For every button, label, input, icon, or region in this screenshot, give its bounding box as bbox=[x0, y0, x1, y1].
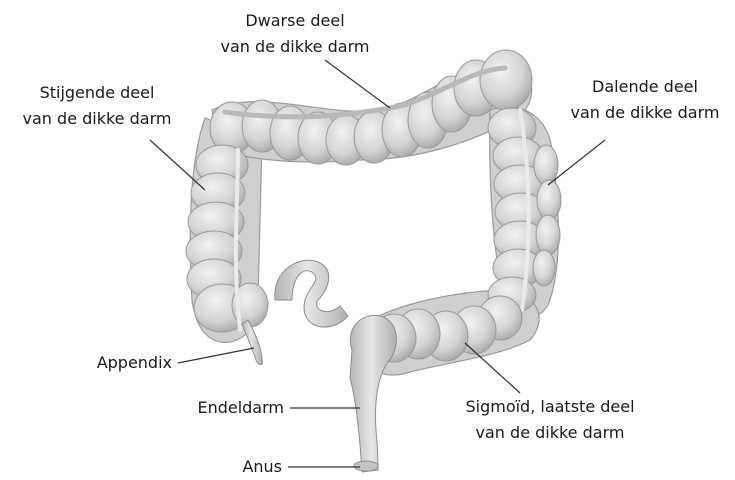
label-transverse-line2: van de dikke darm bbox=[205, 36, 385, 58]
label-ascending-line2: van de dikke darm bbox=[2, 108, 192, 130]
label-appendix-text: Appendix bbox=[60, 352, 172, 374]
label-anus-text: Anus bbox=[200, 456, 282, 478]
label-descending-line1: Dalende deel bbox=[555, 76, 735, 98]
label-rectum-text: Endeldarm bbox=[150, 397, 284, 419]
label-transverse-line1: Dwarse deel bbox=[205, 10, 385, 32]
label-sigmoid-colon: Sigmoïd, laatste deel van de dikke darm bbox=[435, 396, 665, 444]
label-rectum: Endeldarm bbox=[150, 397, 284, 419]
label-descending-line2: van de dikke darm bbox=[555, 102, 735, 124]
label-ascending-colon: Stijgende deel van de dikke darm bbox=[2, 82, 192, 130]
label-sigmoid-line1: Sigmoïd, laatste deel bbox=[435, 396, 665, 418]
label-sigmoid-line2: van de dikke darm bbox=[435, 422, 665, 444]
rectum bbox=[350, 315, 396, 472]
transverse-colon bbox=[210, 50, 532, 165]
label-transverse-colon: Dwarse deel van de dikke darm bbox=[205, 10, 385, 58]
label-ascending-line1: Stijgende deel bbox=[2, 82, 192, 104]
label-appendix: Appendix bbox=[60, 352, 172, 374]
label-anus: Anus bbox=[200, 456, 282, 478]
ileum-stub bbox=[275, 260, 348, 327]
label-descending-colon: Dalende deel van de dikke darm bbox=[555, 76, 735, 124]
